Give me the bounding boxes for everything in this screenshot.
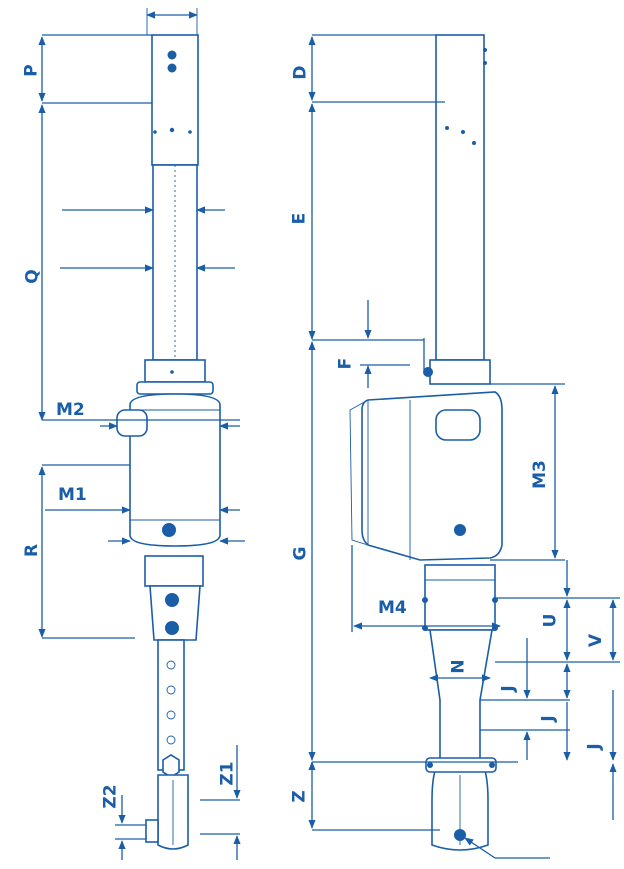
label-M3: M3: [529, 460, 550, 489]
label-Z2: Z2: [100, 784, 121, 809]
label-J-1: J: [498, 685, 519, 692]
label-P: P: [21, 64, 42, 77]
label-Q: Q: [22, 269, 43, 284]
label-U: U: [540, 613, 561, 628]
right-view-actuator: [349, 34, 503, 851]
label-D: D: [290, 65, 311, 80]
left-dimensions: [38, 8, 245, 860]
right-dimensions: [308, 34, 620, 859]
label-J-3: J: [584, 743, 605, 750]
left-view-actuator: [116, 34, 221, 850]
label-R: R: [22, 543, 43, 558]
label-J-2: J: [538, 715, 559, 722]
label-Z1: Z1: [217, 761, 238, 786]
label-G: G: [290, 546, 311, 561]
label-N: N: [448, 659, 469, 674]
label-E: E: [289, 212, 310, 225]
label-M2: M2: [56, 400, 85, 420]
label-F: F: [335, 357, 356, 370]
label-V: V: [586, 633, 607, 648]
label-Z: Z: [289, 790, 310, 803]
label-M4: M4: [378, 598, 407, 618]
label-M1: M1: [58, 485, 87, 505]
